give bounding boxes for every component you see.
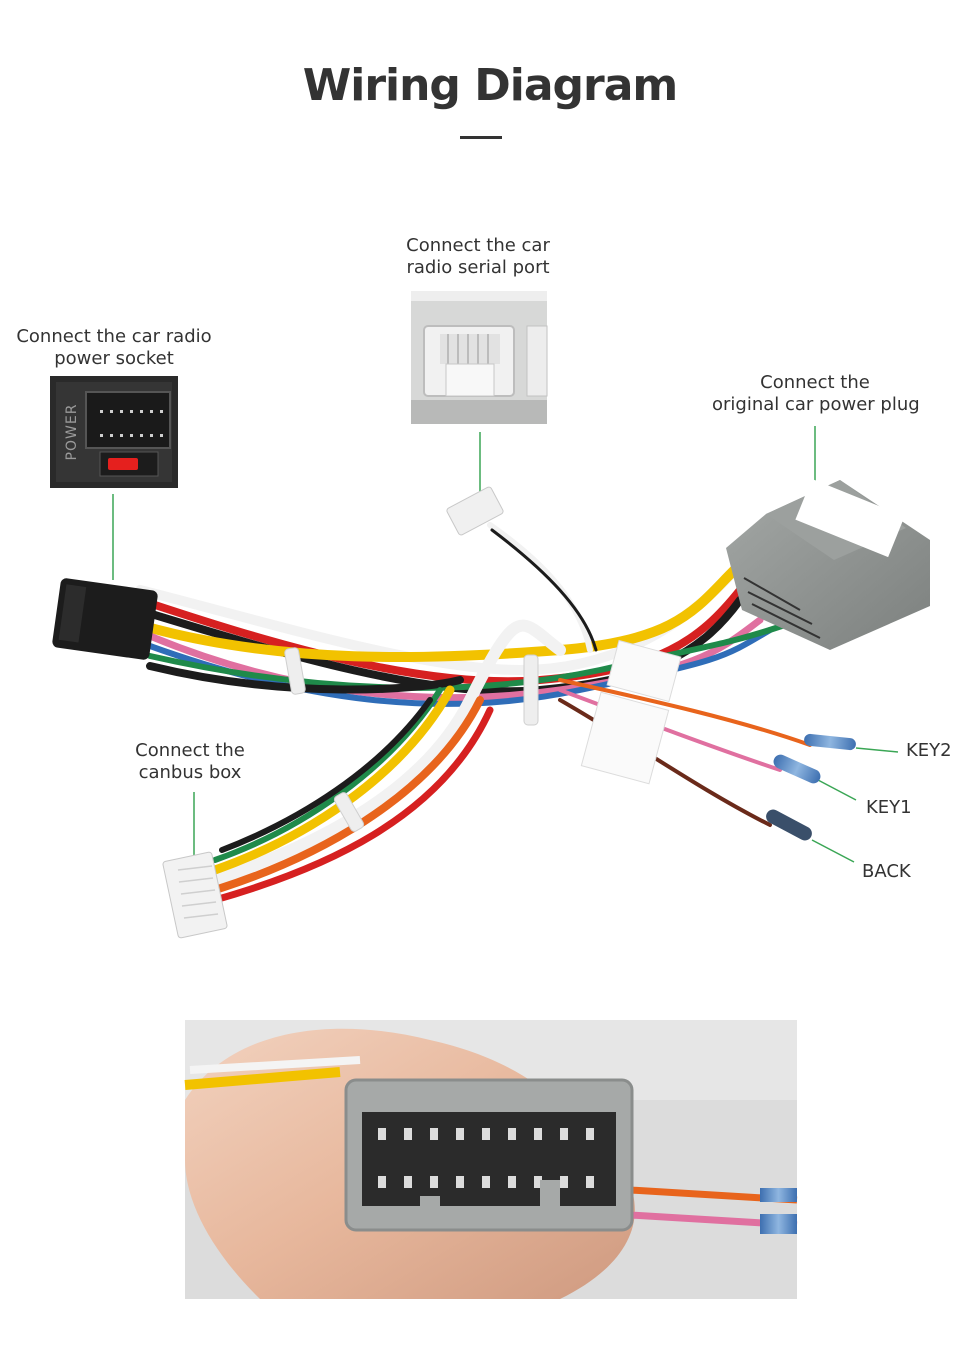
key1-label: KEY1: [866, 797, 912, 818]
page-title: Wiring Diagram: [302, 60, 679, 111]
car-power-plug: [726, 478, 930, 650]
title-underline: [460, 136, 502, 139]
key2-label: KEY2: [906, 740, 952, 761]
fuse-icon: [108, 458, 138, 470]
power-plug-label: Connect the original car power plug: [712, 372, 920, 416]
power-socket-thumbnail: POWER: [50, 376, 178, 488]
cable-ties: [284, 647, 539, 832]
power-socket-label-line1: Connect the car radio: [16, 326, 212, 347]
wire-terminals: [766, 733, 856, 841]
serial-port-label: Connect the car radio serial port: [398, 235, 558, 279]
serial-port-label-line2: radio serial port: [406, 257, 550, 278]
canbus-connector: [162, 851, 228, 939]
canbus-label-line2: canbus box: [138, 762, 242, 783]
power-socket-label-line2: power socket: [54, 348, 174, 369]
power-plug-label-line2: original car power plug: [712, 394, 920, 415]
power-text: POWER: [64, 404, 80, 461]
leader-lines: [112, 426, 899, 863]
canbus-label: Connect the canbus box: [128, 740, 252, 784]
power-plug-label-line1: Connect the: [760, 372, 870, 393]
connector-closeup-photo: [184, 1020, 798, 1299]
back-label: BACK: [862, 861, 911, 882]
serial-port-thumbnail: [411, 291, 548, 424]
wire-harness: [135, 522, 812, 904]
canbus-label-line1: Connect the: [135, 740, 245, 761]
serial-port-label-line1: Connect the car: [406, 235, 550, 256]
power-socket-label: Connect the car radio power socket: [16, 326, 212, 370]
serial-connector: [446, 486, 504, 536]
power-socket-connector: [52, 578, 158, 660]
wire-tags: [580, 639, 682, 785]
